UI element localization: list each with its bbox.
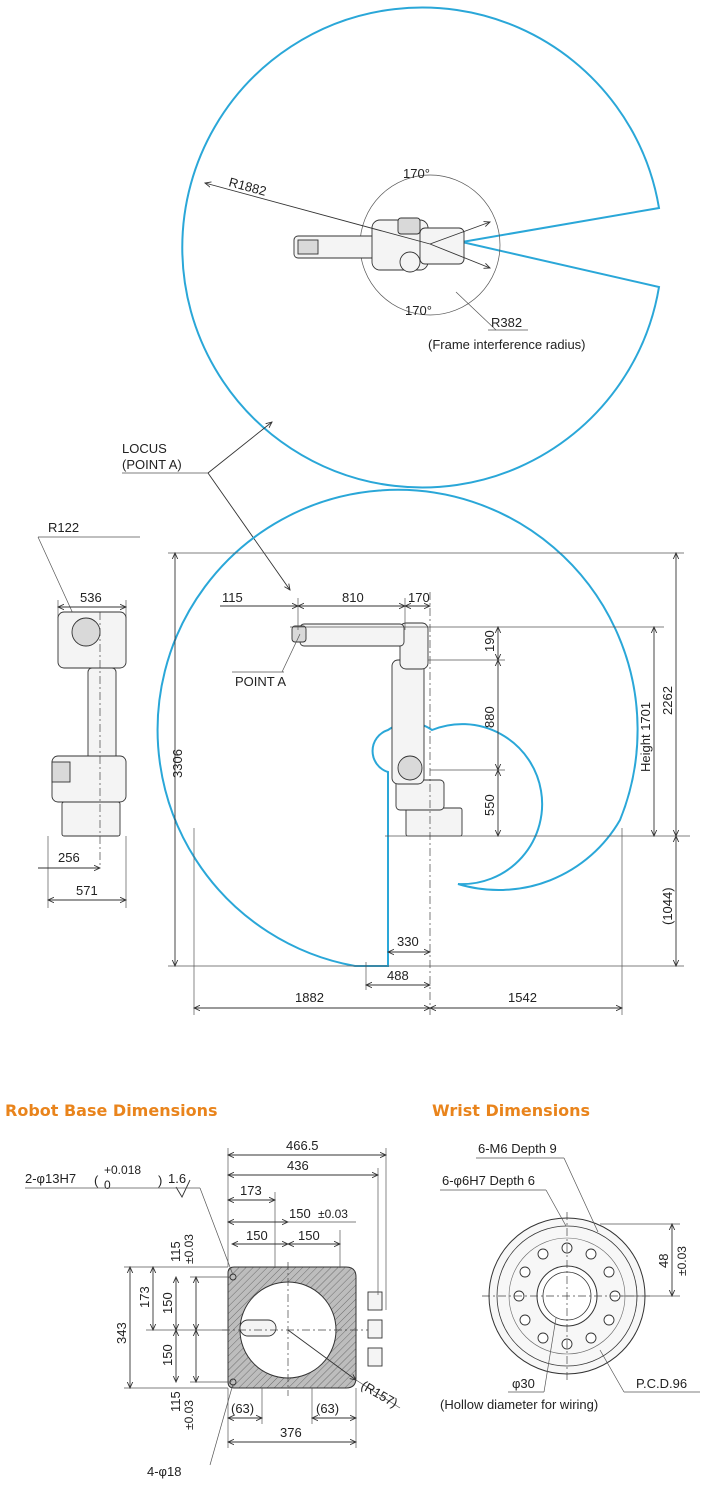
base-hole-spec: 2-φ13H7 (25, 1171, 76, 1186)
dim-3306: 3306 (170, 749, 185, 778)
base-dim-63b: (63) (316, 1401, 339, 1416)
base-dim-63a: (63) (231, 1401, 254, 1416)
base-dim-376: 376 (280, 1425, 302, 1440)
dim-256: 256 (58, 850, 80, 865)
dim-170: 170 (408, 590, 430, 605)
wrist-pcd-label: P.C.D.96 (636, 1376, 687, 1391)
dim-1542: 1542 (508, 990, 537, 1005)
r122-label: R122 (48, 520, 79, 535)
base-dim-150: 150 (289, 1206, 311, 1221)
base-dim-150b: 150 (298, 1228, 320, 1243)
wrist-tol: ±0.03 (675, 1246, 689, 1276)
base-dim-150-v2: 150 (160, 1344, 175, 1366)
dim-330: 330 (397, 934, 419, 949)
base-dim-436: 436 (287, 1158, 309, 1173)
base-dim-150a: 150 (246, 1228, 268, 1243)
wrist-tapped-label: 6-M6 Depth 9 (478, 1141, 557, 1156)
dim-550: 550 (482, 794, 497, 816)
wrist-dimensions: Wrist Dimensions 6-M6 Depth 9 6-φ6H7 Dep… (432, 1101, 700, 1412)
wrist-pins-label: 6-φ6H7 Depth 6 (442, 1173, 535, 1188)
robot-side-silhouette (291, 622, 463, 837)
base-roughness: 1.6 (168, 1171, 186, 1186)
wrist-hollow-note: (Hollow diameter for wiring) (440, 1397, 598, 1412)
wrist-dim-48: 48 (656, 1254, 671, 1268)
base-tol-lower: 0 (104, 1178, 111, 1192)
robot-top-silhouette (293, 217, 465, 273)
dim-2262: 2262 (660, 686, 675, 715)
reach-radius-label: R1882 (227, 174, 268, 198)
base-r157: (R157) (359, 1378, 401, 1411)
dim-1882: 1882 (295, 990, 324, 1005)
dim-115-top: 115 (222, 590, 243, 605)
locus-callout: LOCUS (POINT A) (122, 422, 290, 590)
side-view: 3306 2262 (1044) Height 1701 115 810 170… (156, 488, 690, 1015)
point-a-label: POINT A (235, 674, 286, 689)
base-tol-003: ±0.03 (318, 1207, 348, 1221)
base-dim-173-top: 173 (240, 1183, 262, 1198)
dim-571: 571 (76, 883, 98, 898)
top-reach-locus (181, 6, 661, 489)
dim-488: 488 (387, 968, 409, 983)
base-dim-115-top: 115 (168, 1241, 183, 1262)
dim-1044: (1044) (660, 887, 675, 925)
base-tol-003-v1: ±0.03 (182, 1234, 196, 1264)
dim-880: 880 (482, 706, 497, 728)
base-dim-4665: 466.5 (286, 1138, 319, 1153)
frame-radius-label: R382 (491, 315, 522, 330)
front-view: R122 536 256 571 (37, 520, 140, 908)
locus-label-line1: LOCUS (122, 441, 167, 456)
base-tol-bracket-l: ( (94, 1173, 99, 1188)
dim-height: Height 1701 (638, 702, 653, 772)
locus-label-line2: (POINT A) (122, 457, 182, 472)
base-dim-173-left: 173 (137, 1286, 152, 1308)
frame-radius-note: (Frame interference radius) (428, 337, 586, 352)
lower-angle-label: 170° (405, 303, 432, 318)
top-view: R1882 170° 170° R382 (Frame interference… (181, 6, 661, 489)
base-dim-115-bottom: 115 (168, 1391, 183, 1412)
dim-190: 190 (482, 630, 497, 652)
dim-810: 810 (342, 590, 364, 605)
base-dimensions: Robot Base Dimensions 466.5 436 173 150 … (5, 1101, 400, 1479)
base-heading: Robot Base Dimensions (5, 1101, 218, 1120)
roughness-symbol (175, 1179, 191, 1198)
base-tol-upper: +0.018 (104, 1163, 141, 1177)
robot-front-silhouette (51, 611, 127, 837)
dim-536: 536 (80, 590, 102, 605)
base-dim-150-v1: 150 (160, 1292, 175, 1314)
base-tol-bracket-r: ) (158, 1173, 162, 1188)
wrist-heading: Wrist Dimensions (432, 1101, 590, 1120)
wrist-hollow-label: φ30 (512, 1376, 535, 1391)
upper-angle-label: 170° (403, 166, 430, 181)
base-mount-holes: 4-φ18 (147, 1464, 181, 1479)
base-tol-003-v2: ±0.03 (182, 1400, 196, 1430)
base-dim-343: 343 (114, 1322, 129, 1344)
